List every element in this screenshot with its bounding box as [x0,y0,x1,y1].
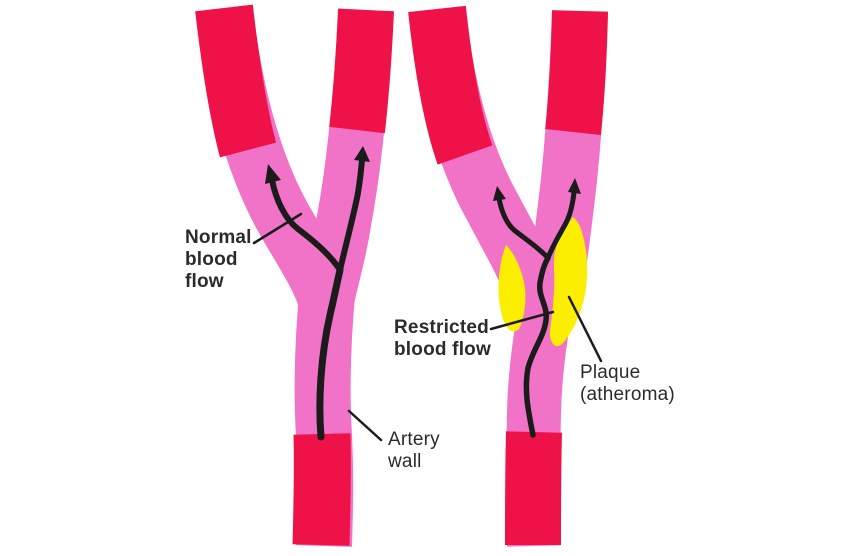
label-line: flow [185,271,224,292]
right-artery-arrowhead-right [568,178,581,194]
left-artery-red-tip-right [329,8,394,134]
right-artery-red-tip-left [408,5,493,165]
left-artery-flow-line-main [316,266,344,441]
label-line: wall [388,451,422,472]
label-artery-wall: Artery wall [388,429,440,473]
label-line: Artery [388,429,440,450]
left-artery-arrowhead-right [354,146,370,162]
label-line: Plaque [580,362,641,383]
label-line: Normal [185,227,252,248]
label-normal-blood-flow: Normal blood flow [185,227,252,293]
right-artery-arrowhead-left [493,186,506,201]
right-artery-flow-line-left-branch [496,195,551,261]
right-artery-red-bottom [505,431,562,546]
plaque-pointer-line [567,295,603,363]
right-artery-flow-line-main [523,255,551,438]
label-line: Restricted [394,317,489,338]
right-artery-flow-line-right-branch [545,189,577,261]
artery-wall-pointer-line [347,409,383,442]
left-artery-arrowhead-left [265,164,281,184]
plaque-blob-left [498,245,526,332]
restricted-flow-pointer-line [489,310,555,331]
label-line: (atheroma) [580,384,675,405]
left-artery-red-bottom [292,433,351,546]
label-line: blood flow [394,339,491,360]
label-line: blood [185,249,238,270]
left-artery-red-tip-left [195,4,277,158]
normal-flow-pointer-line [252,212,303,245]
right-artery-red-tip-right [545,10,608,136]
label-restricted-blood-flow: Restricted blood flow [394,317,491,361]
left-artery-flow-line-right-branch [337,157,365,273]
label-plaque-atheroma: Plaque (atheroma) [580,362,675,406]
left-artery-flow-line-left-branch [269,177,343,273]
